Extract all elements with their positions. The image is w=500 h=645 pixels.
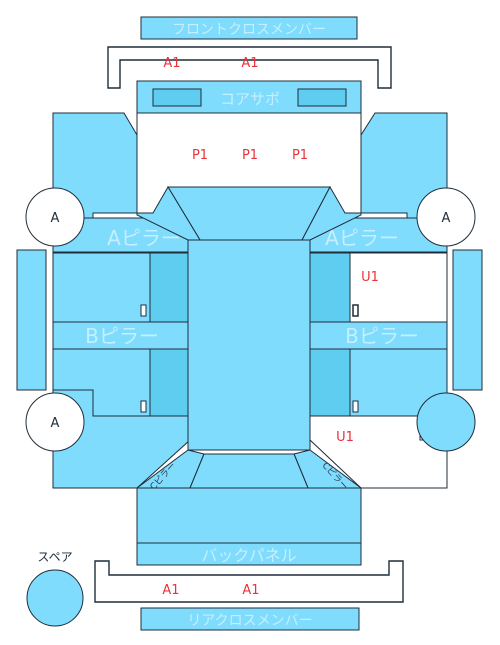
front-cross-member[interactable]: フロントクロスメンバー [140, 16, 358, 40]
right-b-pillar[interactable]: Bピラー [309, 321, 448, 350]
core-support-label: コアサポ [220, 90, 280, 108]
rear-cross-member[interactable]: リアクロスメンバー [140, 607, 360, 631]
rear-bumper-outline[interactable] [94, 560, 404, 603]
right-a-pillar-label: Aピラー [325, 226, 399, 250]
right-front-door[interactable] [349, 252, 448, 323]
front-cross-member-label: フロントクロスメンバー [172, 22, 326, 38]
front-bumper-outline[interactable] [107, 46, 392, 89]
right-b-pillar-label: Bピラー [345, 324, 419, 348]
right-damage-u1-front: U1 [361, 270, 379, 285]
core-support[interactable]: コアサポ [136, 80, 362, 114]
core-damage-p1-1: P1 [192, 148, 208, 163]
back-panel[interactable]: バックパネル [136, 542, 362, 566]
wheel-front-right[interactable]: A [416, 187, 476, 247]
roof-panel[interactable] [187, 239, 311, 451]
core-damage-p1-2: P1 [242, 148, 258, 163]
right-rear-door-inner [309, 348, 351, 417]
rear-cross-member-label: リアクロスメンバー [187, 613, 312, 629]
spare-tire-label: スペア [37, 550, 72, 564]
wheel-front-left[interactable]: A [25, 187, 85, 247]
wheel-rear-left-label: A [51, 416, 60, 431]
hood-left-slope [136, 186, 201, 241]
right-front-door-handle[interactable] [352, 304, 359, 317]
left-front-door-inner [149, 252, 191, 323]
hood-right-slope [301, 185, 362, 241]
left-b-pillar-label: Bピラー [85, 324, 159, 348]
right-rear-door-handle[interactable] [352, 400, 359, 413]
right-side-sill[interactable] [452, 249, 483, 391]
left-front-door-handle[interactable] [140, 304, 147, 317]
spare-tire[interactable] [26, 569, 84, 627]
right-damage-u1-rear: U1 [336, 430, 354, 445]
left-rear-door-handle[interactable] [140, 400, 147, 413]
rear-damage-a1-left: A1 [162, 583, 179, 598]
front-damage-a1-right: A1 [241, 56, 258, 71]
right-front-door-inner [309, 252, 351, 323]
wheel-rear-left[interactable]: A [25, 392, 85, 452]
wheel-rear-right[interactable] [416, 392, 476, 452]
trunk-lid[interactable] [136, 487, 362, 544]
rear-window[interactable] [189, 453, 309, 489]
left-rear-door-inner [149, 348, 191, 417]
back-panel-label: バックパネル [201, 546, 296, 565]
core-damage-p1-3: P1 [292, 148, 308, 163]
left-b-pillar[interactable]: Bピラー [52, 321, 191, 350]
wheel-front-right-label: A [442, 211, 451, 226]
front-damage-a1-left: A1 [163, 56, 180, 71]
rear-damage-a1-right: A1 [242, 583, 259, 598]
left-side-sill[interactable] [16, 249, 47, 391]
wheel-front-left-label: A [51, 211, 60, 226]
